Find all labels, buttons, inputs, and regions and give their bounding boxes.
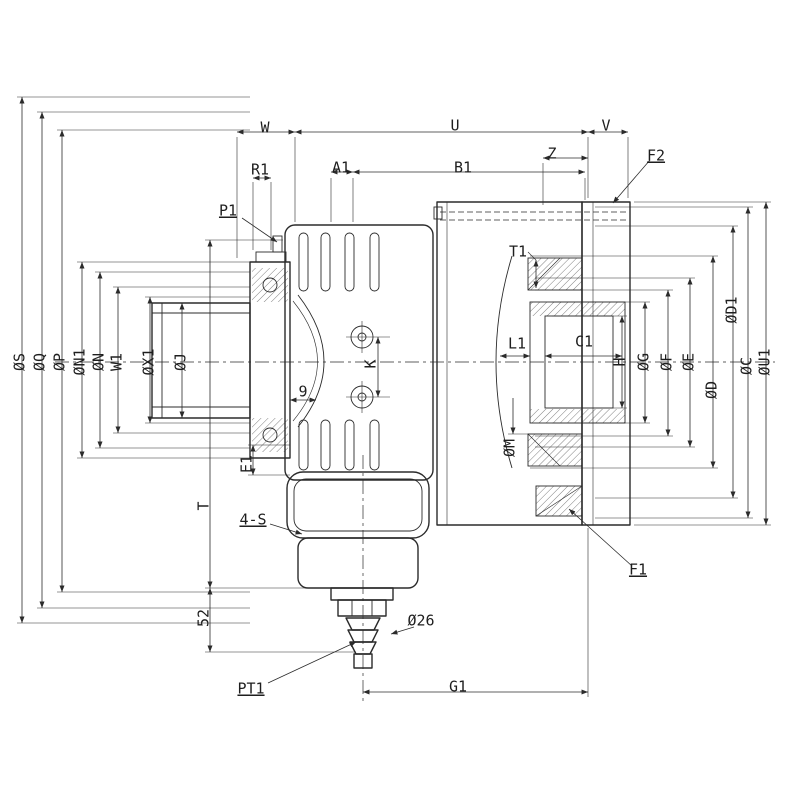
bottom-cap-inner <box>293 478 423 532</box>
vent-slot <box>344 419 355 471</box>
part-outlines <box>151 201 631 669</box>
left-shaft-outline <box>151 302 251 419</box>
dim-label-dia-j: ØJ <box>172 353 190 371</box>
dim-label-v: V <box>601 117 610 135</box>
center-lines <box>55 361 775 705</box>
bottom-block-outline <box>297 537 419 589</box>
vent-slot <box>298 419 309 471</box>
leader-F2 <box>612 159 651 204</box>
dim-label-four-s: 4-S <box>239 511 266 529</box>
dim-label-a1: A1 <box>332 159 350 177</box>
dim-label-w: W <box>260 119 270 137</box>
dim-label-t: T <box>195 501 213 510</box>
dim-label-dia-e: ØE <box>680 353 698 371</box>
f1-seal-diagonal <box>535 485 583 517</box>
seal-top-diagonal <box>527 257 561 291</box>
dim-label-l1: L1 <box>508 335 526 353</box>
inner-details <box>152 211 628 517</box>
vent-slot <box>320 232 331 292</box>
left-bearing-hatch-bottom <box>252 418 288 452</box>
dim-label-dia-f: ØF <box>658 353 676 371</box>
bearing-ball-bottom <box>262 427 278 443</box>
leader-4-S <box>269 523 303 535</box>
dim-label-h: H <box>611 357 629 366</box>
dimension-lines <box>17 96 771 697</box>
dim-label-f1: F1 <box>629 561 647 579</box>
dim-label-nine: 9 <box>298 383 307 401</box>
vent-slots-top <box>298 232 380 292</box>
dim-label-c1: C1 <box>575 333 593 351</box>
bell-arc-outer <box>297 294 325 428</box>
seal-bottom-diagonal <box>527 433 561 467</box>
dim-label-t1: T1 <box>509 243 527 261</box>
leader-P1 <box>241 217 278 243</box>
bell-arc-inner <box>292 300 318 422</box>
sleeve-wall-hatch-bottom <box>530 409 625 423</box>
dim-label-dia-c: ØC <box>738 357 756 375</box>
fitting-nut <box>337 599 387 617</box>
bore-arc <box>495 255 513 469</box>
vent-slot <box>320 419 331 471</box>
dim-label-dia-m: ØM <box>501 439 519 457</box>
dim-label-fifty-two: 52 <box>195 609 213 627</box>
fitting-step-plate <box>330 587 394 601</box>
dim-label-dia-n1: ØN1 <box>71 348 89 375</box>
vent-slot <box>369 419 380 471</box>
dim-label-dia-p: ØP <box>51 353 69 371</box>
dim-label-w1: W1 <box>108 353 126 371</box>
sleeve-wall-hatch-top <box>530 302 625 316</box>
vent-slot <box>369 232 380 292</box>
dim-label-r1: R1 <box>251 161 269 179</box>
right-flange-outline <box>581 201 631 526</box>
dim-label-dia-x1: ØX1 <box>140 348 158 375</box>
dim-label-b1: B1 <box>454 159 472 177</box>
dim-label-dia-g: ØG <box>635 353 653 371</box>
leader-PT1 <box>267 641 357 684</box>
dim-label-dia-n: ØN <box>90 353 108 371</box>
left-bearing-hatch-top <box>252 268 288 302</box>
dim-label-dia-u1: ØU1 <box>756 348 774 375</box>
dim-label-z: Z <box>547 145 556 163</box>
dim-label-e1: E1 <box>238 455 256 473</box>
leader-F1 <box>568 508 633 567</box>
bottom-cap-outline <box>286 471 430 539</box>
dim-label-g1: G1 <box>449 678 467 696</box>
hose-barb-tip <box>353 653 373 669</box>
dim-label-u: U <box>450 117 459 135</box>
vent-slot <box>344 232 355 292</box>
dim-label-dia-q: ØQ <box>31 353 49 371</box>
dim-label-dia-s: ØS <box>11 353 29 371</box>
dim-label-f2: F2 <box>647 147 665 165</box>
dim-label-dia-d: ØD <box>703 381 721 399</box>
leader-dia26 <box>390 626 415 635</box>
dim-label-k: K <box>362 359 380 368</box>
hatched-sections <box>252 258 625 516</box>
central-body-outline <box>284 224 434 481</box>
dim-label-p1: P1 <box>219 202 237 220</box>
seal-bottom-outline <box>527 433 583 467</box>
dim-label-dia-26: Ø26 <box>407 612 434 630</box>
f1-seal-outline <box>535 485 583 517</box>
bearing-ball-top <box>262 277 278 293</box>
dim-label-dia-d1: ØD1 <box>723 296 741 323</box>
top-key-detail <box>433 206 443 220</box>
vent-slots-bottom <box>298 419 380 471</box>
dim-label-pt1: PT1 <box>237 680 264 698</box>
vent-slot <box>298 232 309 292</box>
flange-top-cap <box>255 251 287 263</box>
p1-pin-detail <box>272 235 283 253</box>
